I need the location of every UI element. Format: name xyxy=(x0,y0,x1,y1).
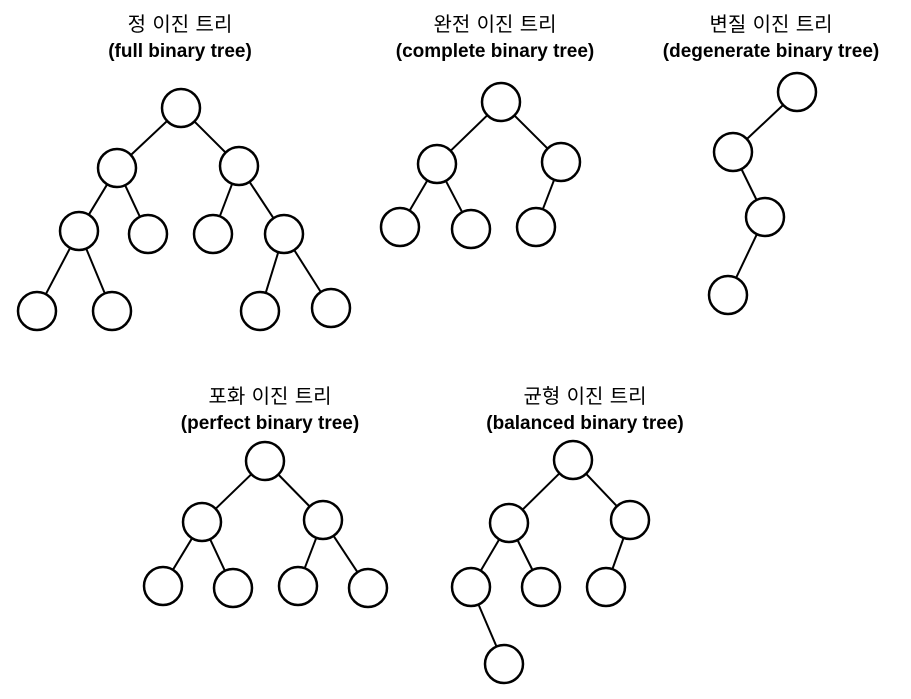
tree-edge xyxy=(408,179,429,212)
tree-edge xyxy=(85,248,106,294)
tree-edge xyxy=(449,114,489,152)
tree-node xyxy=(483,643,525,685)
tree-node xyxy=(91,290,133,332)
tree-edge xyxy=(248,181,275,219)
tree-edge xyxy=(735,233,758,279)
tree-node xyxy=(181,501,223,543)
balanced-tree xyxy=(450,439,651,685)
tree-node xyxy=(379,206,421,248)
tree-node xyxy=(609,499,651,541)
tree-node xyxy=(480,81,522,123)
tree-node xyxy=(776,71,818,113)
tree-node xyxy=(552,439,594,481)
tree-edge xyxy=(172,537,193,571)
tree-node xyxy=(585,566,627,608)
degenerate-tree xyxy=(707,71,818,316)
tree-edge xyxy=(303,537,318,569)
tree-edge xyxy=(513,114,549,150)
degenerate-tree-title: 변질 이진 트리 (degenerate binary tree) xyxy=(640,8,902,63)
tree-edge xyxy=(293,249,322,293)
tree-node xyxy=(450,208,492,250)
tree-edge xyxy=(746,104,784,140)
tree-edge xyxy=(516,539,534,571)
balanced-tree-title-korean: 균형 이진 트리 xyxy=(523,384,647,408)
tree-edge xyxy=(218,183,234,217)
tree-node xyxy=(302,499,344,541)
tree-edge xyxy=(214,473,253,510)
balanced-tree-title-english: (balanced binary tree) xyxy=(486,413,684,434)
tree-node xyxy=(712,131,754,173)
tree-edge xyxy=(444,180,464,213)
degenerate-tree-title-english: (degenerate binary tree) xyxy=(662,41,880,62)
tree-edge xyxy=(477,604,498,647)
tree-node xyxy=(450,566,492,608)
tree-edge xyxy=(124,184,141,218)
perfect-tree xyxy=(142,440,389,609)
tree-node xyxy=(488,502,530,544)
tree-node xyxy=(218,145,260,187)
tree-node xyxy=(520,566,562,608)
balanced-tree-title: 균형 이진 트리 (balanced binary tree) xyxy=(455,380,715,435)
tree-edge xyxy=(193,120,227,154)
tree-edge xyxy=(740,168,758,201)
tree-edge xyxy=(264,251,280,294)
tree-edge xyxy=(521,472,561,511)
full-tree-title-korean: 정 이진 트리 xyxy=(127,12,233,36)
tree-edge xyxy=(585,473,618,507)
tree-node xyxy=(540,141,582,183)
tree-node xyxy=(96,147,138,189)
tree-edge xyxy=(332,535,359,573)
tree-node xyxy=(416,143,458,185)
tree-edge xyxy=(541,179,556,210)
degenerate-tree-title-korean: 변질 이진 트리 xyxy=(709,12,833,36)
tree-node xyxy=(515,206,557,248)
tree-edge xyxy=(130,120,168,156)
tree-node xyxy=(142,565,184,607)
full-tree-title-english: (full binary tree) xyxy=(108,41,252,62)
complete-tree xyxy=(379,81,582,250)
tree-node xyxy=(347,567,389,609)
tree-node xyxy=(192,213,234,255)
tree-node xyxy=(127,213,169,255)
perfect-tree-title: 포화 이진 트리 (perfect binary tree) xyxy=(150,380,390,435)
tree-node xyxy=(263,213,305,255)
tree-node xyxy=(310,287,352,329)
tree-edge xyxy=(87,183,109,216)
perfect-tree-title-korean: 포화 이진 트리 xyxy=(208,384,332,408)
tree-node xyxy=(244,440,286,482)
complete-tree-title-korean: 완전 이진 트리 xyxy=(433,12,557,36)
tree-edge xyxy=(479,538,501,572)
tree-node xyxy=(58,210,100,252)
tree-edge xyxy=(44,247,72,295)
tree-node xyxy=(160,87,202,129)
perfect-tree-title-english: (perfect binary tree) xyxy=(180,413,360,434)
full-tree xyxy=(16,87,352,332)
tree-node xyxy=(277,565,319,607)
tree-edge xyxy=(611,537,625,570)
full-tree-title: 정 이진 트리 (full binary tree) xyxy=(60,8,300,63)
complete-tree-title: 완전 이진 트리 (complete binary tree) xyxy=(370,8,620,63)
tree-node xyxy=(16,290,58,332)
tree-node xyxy=(744,196,786,238)
tree-edge xyxy=(209,538,226,572)
complete-tree-title-english: (complete binary tree) xyxy=(395,41,595,62)
tree-node xyxy=(707,274,749,316)
tree-node xyxy=(212,567,254,609)
tree-node xyxy=(239,290,281,332)
tree-edge xyxy=(277,473,311,508)
